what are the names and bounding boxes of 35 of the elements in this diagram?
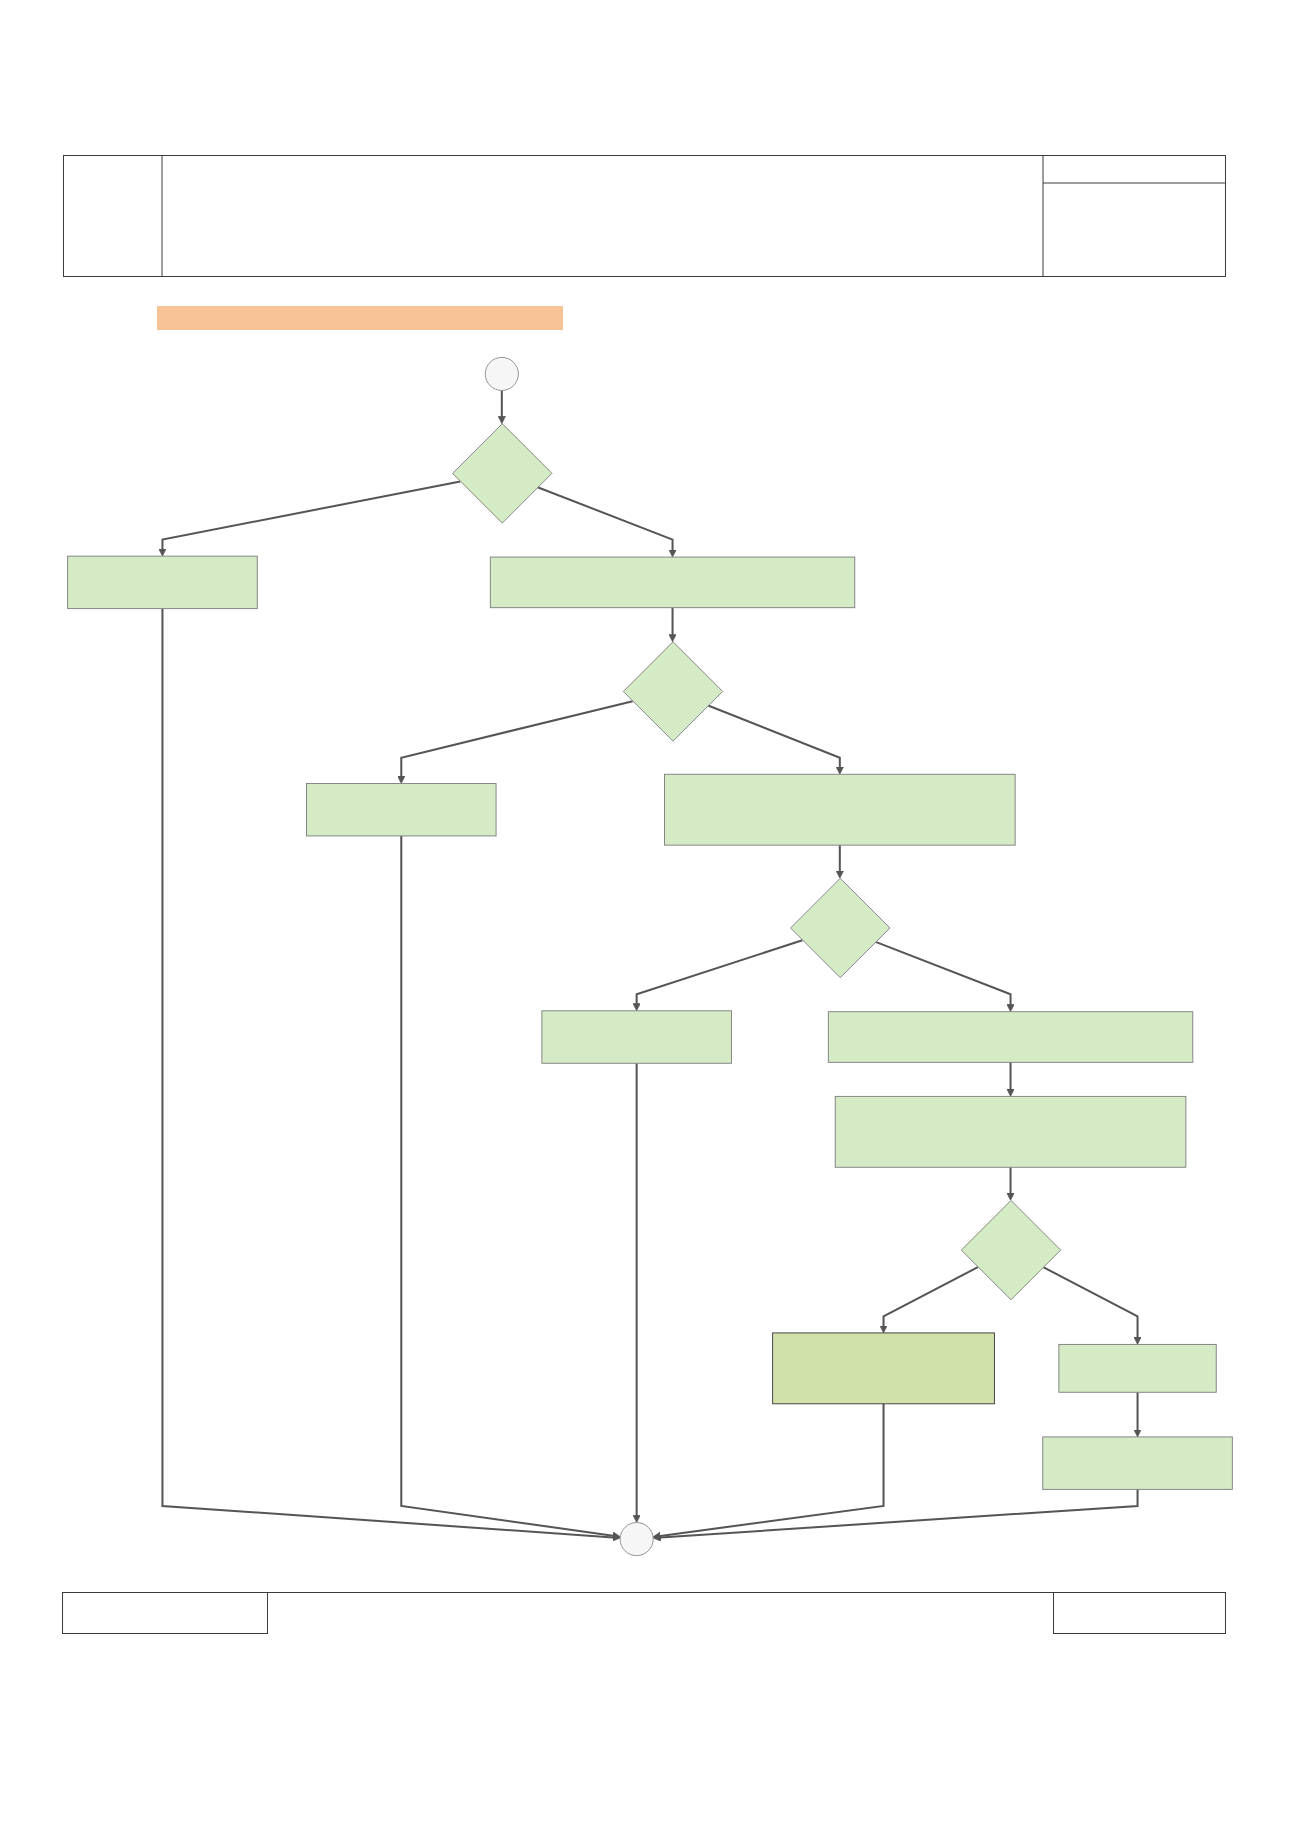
arrow [497, 390, 506, 424]
node-diamond [790, 877, 891, 979]
arrow [652, 1489, 1139, 1542]
node-circle [619, 1522, 654, 1557]
arrow [652, 1403, 885, 1540]
node-box [1058, 1343, 1217, 1393]
node-box [489, 556, 856, 609]
arrow [875, 940, 1015, 1013]
node-box [834, 1095, 1187, 1168]
node-box [67, 555, 258, 610]
arrow [400, 835, 621, 1540]
arrow [1133, 1392, 1142, 1438]
node-box [827, 1011, 1194, 1063]
arrow [632, 939, 803, 1012]
arrow [707, 704, 844, 775]
arrow [879, 1266, 979, 1334]
node-diamond [452, 423, 553, 524]
arrow [1042, 1266, 1142, 1345]
node-box [306, 783, 497, 837]
node-box [772, 1332, 995, 1405]
node-box [664, 773, 1016, 846]
node-circle [484, 356, 519, 391]
arrow [158, 480, 461, 557]
arrow [1006, 1167, 1015, 1201]
node-diamond [960, 1199, 1062, 1301]
arrow [1006, 1062, 1015, 1097]
arrow [537, 486, 677, 558]
arrow [397, 700, 633, 784]
node-box [1042, 1436, 1233, 1490]
node-diamond [622, 641, 724, 742]
arrow [835, 845, 844, 879]
node-box [541, 1010, 732, 1064]
arrow [161, 608, 621, 1542]
arrow [668, 607, 677, 643]
arrow [632, 1063, 641, 1523]
